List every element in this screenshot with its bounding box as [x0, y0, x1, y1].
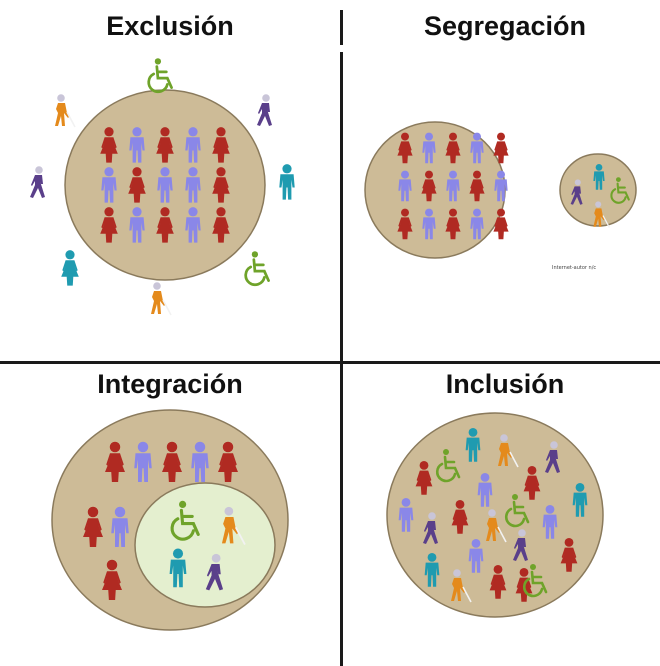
woman-figure: [61, 250, 79, 286]
woman-figure: [397, 132, 413, 164]
woman-figure: [128, 167, 146, 203]
wheelchair-icon: [244, 251, 270, 287]
woman-figure: [451, 499, 469, 534]
segregation-small-circle: [559, 153, 637, 227]
woman-figure: [100, 207, 118, 243]
woman-figure: [100, 127, 118, 163]
woman-figure: [212, 207, 230, 243]
man-figure: [468, 538, 484, 573]
integration-inner-circle: [134, 482, 276, 608]
walking-person-icon: [545, 441, 560, 473]
wheelchair-icon: [504, 494, 530, 528]
man-figure: [191, 441, 209, 482]
vertical-divider: [340, 52, 343, 666]
wheelchair-icon: [435, 449, 461, 483]
title-exclusion: Exclusión: [106, 11, 234, 41]
man-figure: [494, 170, 508, 202]
woman-figure: [469, 170, 485, 202]
man-figure: [185, 167, 201, 203]
man-figure: [101, 167, 117, 203]
man-figure: [424, 552, 440, 587]
walking-person-icon: [257, 94, 272, 126]
man-figure: [422, 208, 436, 240]
man-figure: [279, 164, 295, 200]
wheelchair-icon: [522, 564, 548, 598]
title-inclusion: Inclusión: [445, 369, 565, 399]
man-figure: [398, 497, 414, 532]
woman-figure: [162, 441, 182, 482]
blind-person-cane-icon: [498, 434, 519, 468]
man-figure: [129, 207, 145, 243]
woman-figure: [212, 127, 230, 163]
blind-person-cane-icon: [593, 201, 610, 228]
man-figure: [169, 548, 187, 588]
vertical-divider-top: [340, 10, 343, 45]
woman-figure: [156, 207, 174, 243]
woman-figure: [493, 208, 509, 240]
woman-figure: [415, 460, 433, 495]
blind-person-cane-icon: [55, 94, 76, 128]
woman-figure: [397, 208, 413, 240]
horizontal-divider: [0, 361, 660, 364]
woman-figure: [421, 170, 437, 202]
man-figure: [593, 164, 605, 190]
man-figure: [422, 132, 436, 164]
woman-figure: [218, 441, 238, 482]
man-figure: [470, 208, 484, 240]
woman-figure: [560, 537, 578, 572]
man-figure: [477, 472, 493, 507]
wheelchair-icon: [170, 500, 200, 541]
walking-person-icon: [423, 512, 438, 544]
title-integration: Integración: [97, 369, 243, 399]
man-figure: [446, 170, 460, 202]
woman-figure: [445, 132, 461, 164]
walking-person-icon: [30, 166, 45, 198]
woman-figure: [445, 208, 461, 240]
woman-figure: [83, 506, 103, 547]
man-figure: [470, 132, 484, 164]
image-credit: Internet-autor n/c: [552, 265, 597, 271]
man-figure: [157, 167, 173, 203]
man-figure: [134, 441, 152, 482]
man-figure: [185, 127, 201, 163]
woman-figure: [156, 127, 174, 163]
woman-figure: [212, 167, 230, 203]
title-segregation: Segregación: [423, 11, 587, 41]
man-figure: [465, 427, 481, 462]
woman-figure: [493, 132, 509, 164]
blind-person-cane-icon: [451, 569, 472, 603]
woman-figure: [523, 465, 541, 500]
wheelchair-icon: [610, 177, 630, 204]
man-figure: [572, 482, 588, 517]
blind-person-cane-icon: [486, 509, 507, 543]
man-figure: [398, 170, 412, 202]
wheelchair-icon: [147, 58, 173, 94]
blind-person-cane-icon: [221, 506, 246, 545]
woman-figure: [489, 564, 507, 599]
man-figure: [111, 506, 129, 547]
walking-person-icon: [570, 179, 583, 205]
blind-person-cane-icon: [151, 282, 172, 316]
woman-figure: [102, 559, 122, 600]
man-figure: [542, 504, 558, 539]
man-figure: [129, 127, 145, 163]
man-figure: [185, 207, 201, 243]
walking-person-icon: [205, 553, 224, 591]
woman-figure: [105, 441, 125, 482]
walking-person-icon: [513, 529, 528, 561]
